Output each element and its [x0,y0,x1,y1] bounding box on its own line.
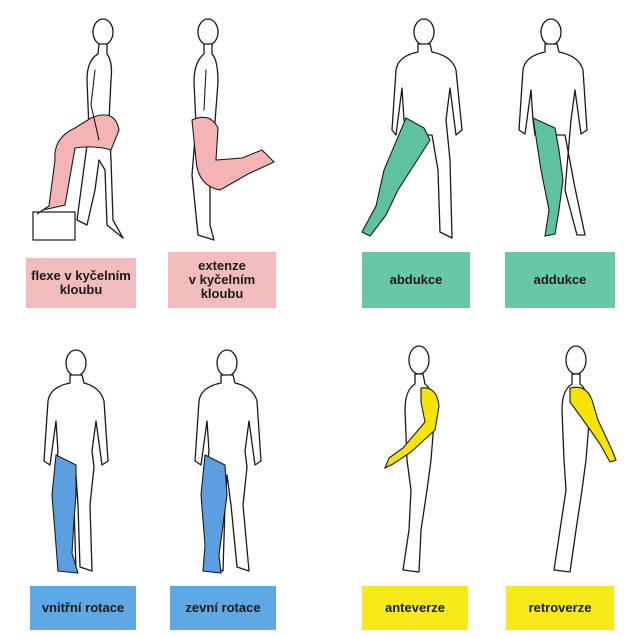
figure-hip-extension [170,10,280,245]
label-flexe-line1: flexe v kyčelním [31,269,131,283]
label-extenze-line1: extenze [189,259,256,273]
label-retroverze-text: retroverze [529,601,592,615]
figure-abduction [358,10,468,245]
figure-internal-rotation [30,345,120,580]
label-extenze-line3: kloubu [189,287,256,301]
highlighted-leg [362,118,430,236]
figure-hip-flexion [25,10,135,245]
label-vnitrni-rotace-text: vnitřní rotace [42,601,124,615]
step-block [33,212,75,240]
label-retroverze: retroverze [506,586,614,630]
label-zevni-rotace: zevní rotace [170,586,276,630]
label-anteverze: anteverze [362,586,468,630]
label-anteverze-text: anteverze [385,601,445,615]
figure-adduction [505,10,615,245]
highlighted-leg [533,118,563,236]
figure-external-rotation [183,345,273,580]
figure-retroversion [520,340,620,580]
label-vnitrni-rotace: vnitřní rotace [30,586,136,630]
figure-anteversion [375,340,465,580]
label-addukce: addukce [505,252,615,308]
label-addukce-text: addukce [534,273,587,287]
label-zevni-rotace-text: zevní rotace [185,601,260,615]
highlighted-leg [192,117,274,190]
label-extenze-line2: v kyčelním [189,273,256,287]
label-flexe-line2: kloubu [31,283,131,297]
label-abdukce: abdukce [362,252,470,308]
label-abdukce-text: abdukce [390,273,443,287]
